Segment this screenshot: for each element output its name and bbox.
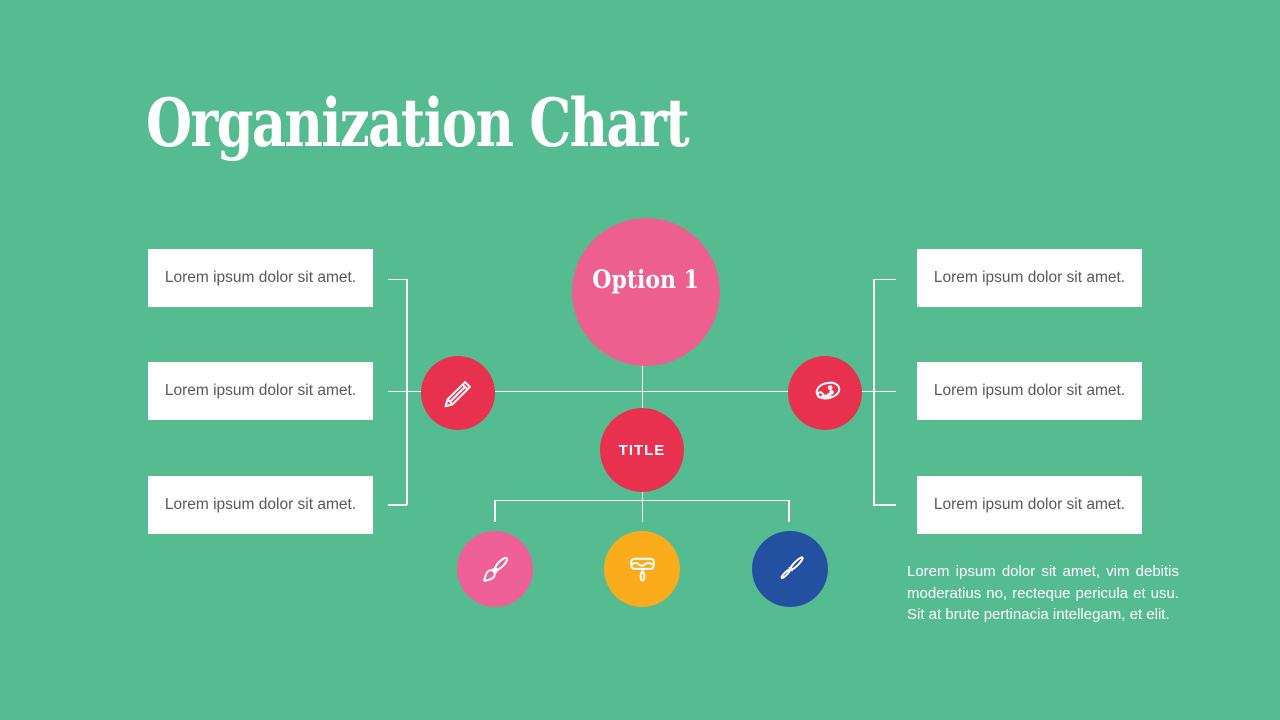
label-box-right-3: Lorem ipsum dolor sit amet. <box>917 476 1142 534</box>
paintbrush-icon <box>477 551 514 588</box>
paint-roller-icon <box>624 551 661 588</box>
connector-drop-right <box>788 500 790 522</box>
root-node: Option 1 <box>572 218 720 366</box>
palette-icon <box>807 375 844 412</box>
pencil-icon <box>440 375 477 412</box>
label-box-left-2: Lorem ipsum dolor sit amet. <box>148 362 373 420</box>
leaf-node-3 <box>752 531 828 607</box>
leaf-node-1 <box>457 531 533 607</box>
connector-right-tick-bottom <box>873 504 896 506</box>
title-node: TITLE <box>600 408 684 492</box>
branch-node-left <box>421 356 495 430</box>
label-box-right-2-text: Lorem ipsum dolor sit amet. <box>933 382 1126 399</box>
connector-left-tick-bottom <box>388 504 407 506</box>
label-box-right-2: Lorem ipsum dolor sit amet. <box>917 362 1142 420</box>
connector-left-tick-top <box>388 278 407 280</box>
detail-brush-icon <box>772 551 809 588</box>
root-node-label: Option 1 <box>592 264 700 294</box>
connector-drop-left <box>494 500 496 522</box>
leaf-node-2 <box>604 531 680 607</box>
connector-bottom-horizontal <box>494 499 789 501</box>
connector-title-to-leaves <box>641 486 643 522</box>
label-box-right-1-text: Lorem ipsum dolor sit amet. <box>933 269 1126 286</box>
connector-left-bracket <box>406 279 408 505</box>
branch-node-right <box>788 356 862 430</box>
slide-title: Organization Chart <box>146 84 690 162</box>
label-box-left-2-text: Lorem ipsum dolor sit amet. <box>164 382 357 399</box>
label-box-left-3-text: Lorem ipsum dolor sit amet. <box>164 496 357 513</box>
label-box-right-3-text: Lorem ipsum dolor sit amet. <box>933 496 1126 513</box>
label-box-left-3: Lorem ipsum dolor sit amet. <box>148 476 373 534</box>
label-box-left-1-text: Lorem ipsum dolor sit amet. <box>164 269 357 286</box>
connector-right-bracket <box>873 279 875 505</box>
title-node-label: TITLE <box>618 441 666 459</box>
label-box-left-1: Lorem ipsum dolor sit amet. <box>148 249 373 307</box>
label-box-right-1: Lorem ipsum dolor sit amet. <box>917 249 1142 307</box>
footer-paragraph: Lorem ipsum dolor sit amet, vim debitis … <box>907 563 1179 623</box>
connector-right-tick-top <box>873 278 896 280</box>
